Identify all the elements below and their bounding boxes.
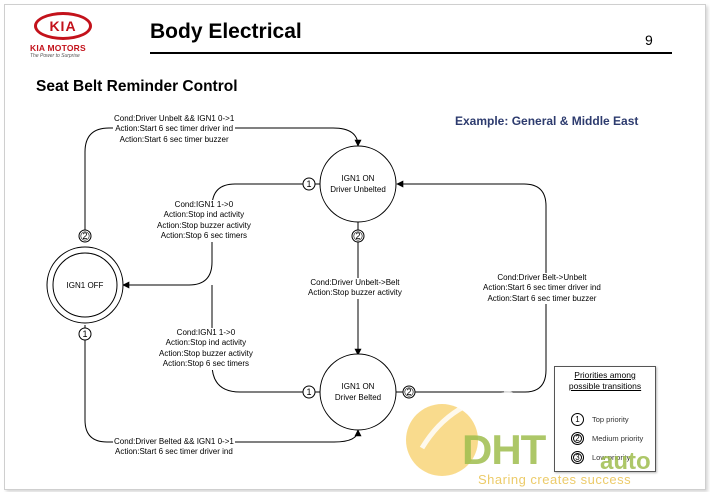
legend-title: Priorities among possible transitions <box>568 370 642 391</box>
watermark-graphic <box>406 388 516 476</box>
legend-marker-3: 3 <box>571 450 584 464</box>
title-rule <box>150 52 672 54</box>
watermark-text-1: DHT <box>462 426 546 473</box>
kia-logo: KIA KIA MOTORS The Power to Surprise <box>30 12 96 59</box>
watermark-slogan: Sharing creates success <box>478 472 632 487</box>
legend-label-3: Low priority <box>592 452 631 462</box>
label-belted-to-unbelted: Cond:Driver Belt->Unbelt Action:Start 6 … <box>482 273 602 305</box>
state-belted-line-2: Driver Belted <box>335 393 381 402</box>
edge-off-to-belted <box>84 325 362 443</box>
state-driver-unbelted: IGN1 ON Driver Unbelted <box>319 145 397 223</box>
state-driver-belted: IGN1 ON Driver Belted <box>319 353 397 431</box>
edge-off-to-unbelted <box>84 127 362 231</box>
priority-legend: Priorities among possible transitions 1 … <box>554 366 656 472</box>
section-title: Seat Belt Reminder Control <box>36 78 238 95</box>
priority-marker-belted-to-off: 1 <box>302 385 316 399</box>
watermark-text-2: auto <box>600 448 651 475</box>
priority-marker-unbelted-to-belted: 2 <box>351 229 365 243</box>
svg-text:2: 2 <box>406 387 411 397</box>
label-unbelted-to-off: Cond:IGN1 1->0 Action:Stop ind activity … <box>156 200 252 242</box>
label-off-to-belted: Cond:Driver Belted && IGN1 0->1 Action:S… <box>113 437 235 458</box>
state-unbelted-line-2: Driver Unbelted <box>330 185 386 194</box>
example-label: Example: General & Middle East <box>455 114 639 128</box>
legend-item-top-priority: 1 Top priority <box>571 411 629 427</box>
priority-marker-off-to-unbelted: 2 <box>78 229 92 243</box>
label-off-to-unbelted: Cond:Driver Unbelt && IGN1 0->1 Action:S… <box>113 114 236 146</box>
priority-marker-belted-to-unbelted: 2 <box>402 385 416 399</box>
svg-text:1: 1 <box>82 329 87 339</box>
legend-marker-1: 1 <box>571 412 584 426</box>
kia-logo-motors: KIA MOTORS <box>30 43 86 53</box>
label-unbelted-to-belted: Cond:Driver Unbelt->Belt Action:Stop buz… <box>307 278 403 299</box>
label-belted-to-off: Cond:IGN1 1->0 Action:Stop ind activity … <box>158 328 254 370</box>
page-title: Body Electrical <box>150 20 302 43</box>
svg-text:1: 1 <box>306 179 311 189</box>
page-number: 9 <box>645 32 653 48</box>
svg-text:2: 2 <box>82 231 87 241</box>
priority-marker-off-to-belted: 1 <box>78 327 92 341</box>
legend-label-1: Top priority <box>592 414 629 424</box>
kia-logo-oval: KIA <box>34 12 92 40</box>
state-unbelted-line-1: IGN1 ON <box>342 174 375 183</box>
svg-text:1: 1 <box>306 387 311 397</box>
legend-label-2: Medium priority <box>592 433 644 443</box>
svg-text:2: 2 <box>355 231 360 241</box>
legend-marker-2: 2 <box>571 431 584 445</box>
kia-logo-tagline: The Power to Surprise <box>30 53 80 59</box>
state-belted-line-1: IGN1 ON <box>342 382 375 391</box>
state-ign1-off: IGN1 OFF <box>46 246 124 324</box>
legend-item-low-priority: 3 Low priority <box>571 449 630 465</box>
state-ign1-off-label: IGN1 OFF <box>67 281 104 290</box>
priority-marker-unbelted-to-off: 1 <box>302 177 316 191</box>
legend-item-medium-priority: 2 Medium priority <box>571 430 643 446</box>
